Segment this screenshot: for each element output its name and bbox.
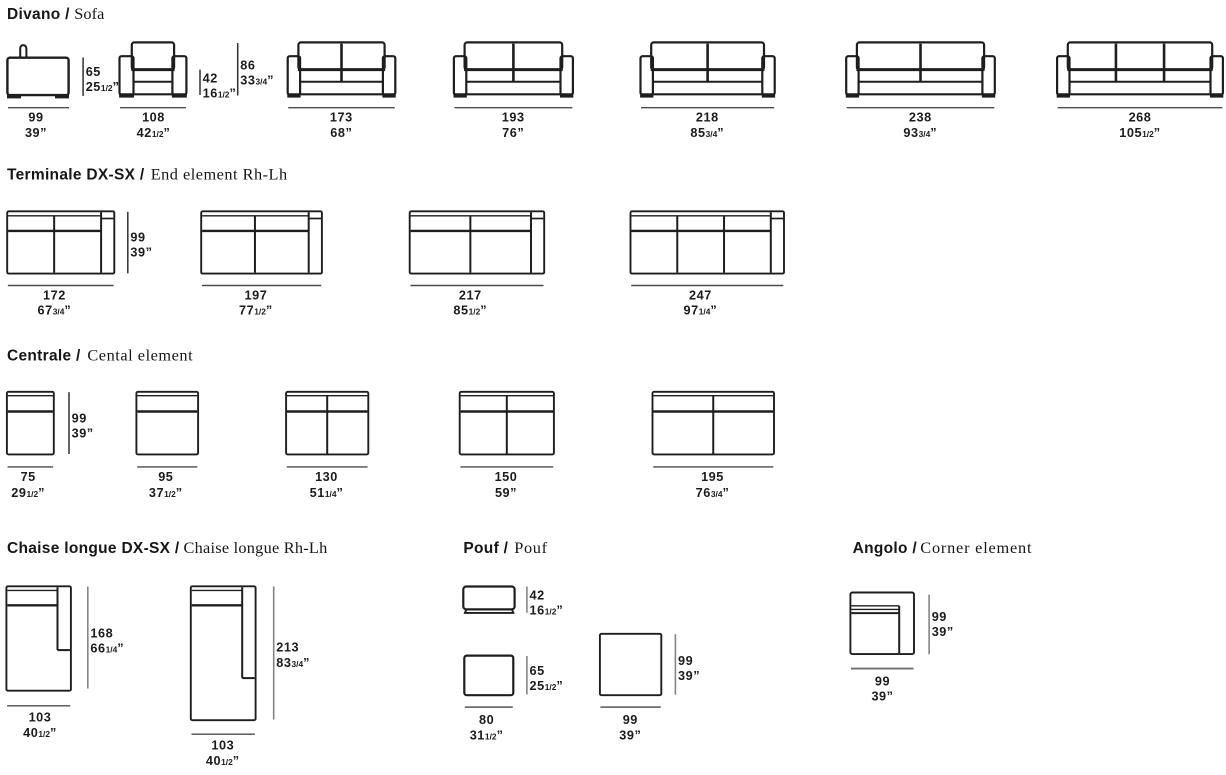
svg-text:Terminale DX-SX /: Terminale DX-SX / [7, 167, 145, 184]
svg-text:673/4”: 673/4” [38, 304, 72, 318]
svg-text:218: 218 [696, 111, 719, 125]
svg-text:42: 42 [530, 588, 545, 602]
svg-text:971/4”: 971/4” [684, 304, 718, 318]
svg-text:401/2”: 401/2” [206, 754, 240, 768]
svg-text:238: 238 [909, 111, 932, 125]
svg-text:333/4”: 333/4” [240, 74, 274, 88]
svg-text:Chaise longue DX-SX /: Chaise longue DX-SX / [7, 540, 180, 557]
svg-text:172: 172 [43, 288, 66, 302]
svg-text:95: 95 [158, 470, 173, 484]
svg-text:Pouf: Pouf [514, 538, 548, 557]
svg-text:Angolo /: Angolo / [853, 540, 918, 557]
svg-text:68”: 68” [330, 126, 352, 140]
svg-text:421/2”: 421/2” [137, 126, 171, 140]
svg-text:251/2”: 251/2” [530, 679, 564, 693]
svg-text:511/4”: 511/4” [310, 486, 344, 500]
svg-text:130: 130 [315, 470, 338, 484]
svg-text:851/2”: 851/2” [453, 304, 487, 318]
svg-text:Cental element: Cental element [87, 345, 193, 364]
svg-text:771/2”: 771/2” [239, 304, 273, 318]
svg-text:251/2”: 251/2” [86, 80, 120, 94]
svg-text:103: 103 [211, 739, 234, 753]
svg-text:End element Rh-Lh: End element Rh-Lh [151, 165, 288, 184]
svg-text:168: 168 [90, 627, 113, 641]
svg-text:99: 99 [130, 230, 145, 244]
svg-text:763/4”: 763/4” [696, 486, 730, 500]
svg-text:42: 42 [203, 71, 218, 85]
svg-text:39”: 39” [25, 126, 47, 140]
svg-text:853/4”: 853/4” [690, 126, 724, 140]
svg-text:39”: 39” [932, 625, 954, 639]
svg-text:75: 75 [21, 470, 36, 484]
svg-text:76”: 76” [502, 126, 524, 140]
svg-text:661/4”: 661/4” [90, 642, 124, 656]
svg-text:217: 217 [459, 288, 482, 302]
svg-text:39”: 39” [130, 246, 152, 260]
svg-text:161/2”: 161/2” [530, 604, 564, 618]
svg-text:86: 86 [240, 58, 255, 72]
svg-text:247: 247 [689, 288, 712, 302]
svg-text:99: 99 [678, 654, 693, 668]
svg-text:39”: 39” [72, 427, 94, 441]
svg-text:401/2”: 401/2” [23, 726, 57, 740]
svg-text:161/2”: 161/2” [203, 87, 237, 101]
svg-text:39”: 39” [619, 729, 641, 743]
svg-text:99: 99 [932, 610, 947, 624]
svg-text:99: 99 [72, 411, 87, 425]
svg-text:291/2”: 291/2” [11, 486, 45, 500]
svg-text:Sofa: Sofa [74, 4, 104, 23]
svg-text:371/2”: 371/2” [149, 486, 183, 500]
svg-text:103: 103 [29, 710, 52, 724]
svg-text:108: 108 [142, 111, 165, 125]
svg-text:39”: 39” [871, 690, 893, 704]
svg-text:195: 195 [701, 470, 724, 484]
svg-text:311/2”: 311/2” [470, 729, 504, 743]
svg-text:Pouf /: Pouf / [463, 540, 508, 557]
svg-text:268: 268 [1129, 111, 1152, 125]
svg-text:Chaise longue Rh-Lh: Chaise longue Rh-Lh [184, 538, 328, 557]
svg-text:Corner element: Corner element [920, 538, 1032, 557]
svg-text:833/4”: 833/4” [276, 656, 310, 670]
svg-text:65: 65 [530, 664, 545, 678]
svg-text:213: 213 [276, 641, 299, 655]
svg-text:173: 173 [330, 111, 353, 125]
svg-text:Divano /: Divano / [7, 6, 70, 23]
svg-text:80: 80 [479, 713, 494, 727]
svg-text:99: 99 [623, 713, 638, 727]
svg-text:65: 65 [86, 65, 101, 79]
svg-text:1051/2”: 1051/2” [1119, 126, 1160, 140]
svg-text:99: 99 [875, 674, 890, 688]
svg-text:39”: 39” [678, 669, 700, 683]
svg-text:99: 99 [28, 111, 43, 125]
svg-text:150: 150 [495, 470, 518, 484]
svg-text:197: 197 [244, 288, 267, 302]
svg-text:59”: 59” [495, 486, 517, 500]
svg-text:933/4”: 933/4” [903, 126, 937, 140]
svg-text:193: 193 [502, 111, 525, 125]
svg-text:Centrale /: Centrale / [7, 347, 81, 364]
